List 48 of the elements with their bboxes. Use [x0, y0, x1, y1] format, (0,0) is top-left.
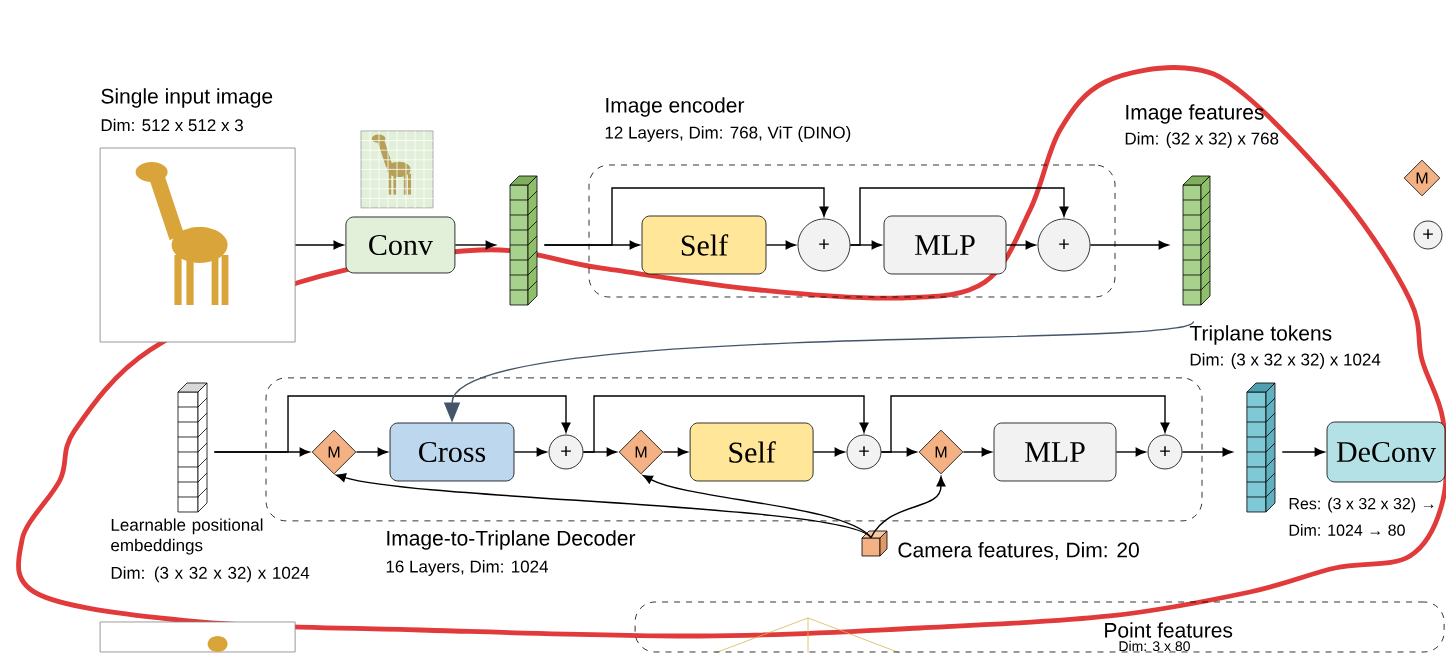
dimension-text: Dim: (3 x 32 x 32) x 1024	[111, 566, 310, 583]
arrow	[513, 447, 547, 457]
arrow	[454, 240, 496, 250]
cube-caption: Camera features, Dim: 20	[898, 542, 1139, 560]
input-photo	[99, 621, 296, 653]
block-title: Image encoder	[606, 97, 745, 117]
process-box: Self	[689, 422, 814, 482]
dimension-text: Dim: 1024 → 80	[1289, 524, 1405, 536]
dashed-region	[634, 601, 1445, 653]
arrow	[1181, 447, 1233, 457]
arrow	[812, 447, 845, 457]
arrow	[1005, 240, 1036, 250]
arrow	[294, 240, 344, 250]
process-box: Self	[641, 215, 767, 275]
stack-title: Image features	[1126, 104, 1264, 124]
dimension-text: Res: (3 x 32 x 32) →	[1289, 497, 1434, 513]
arrow	[1281, 447, 1325, 457]
image-title: Single input image	[101, 88, 273, 108]
arrow	[870, 476, 946, 539]
dimension-text: Dim: 3 x 80	[1119, 640, 1190, 652]
block-subtitle: 16 Layers, Dim: 1024	[386, 560, 549, 576]
stack-caption: Learnable positional embeddings	[111, 518, 263, 555]
process-box: Cross	[389, 422, 515, 482]
arrow	[849, 187, 1069, 246]
arrow	[355, 447, 388, 457]
arrow	[662, 447, 688, 457]
dimension-text: Dim: (32 x 32) x 768	[1125, 132, 1279, 148]
dimension-text: Dim: (3 x 32 x 32) x 1024	[1190, 353, 1381, 369]
arrow	[582, 395, 869, 453]
arrow	[213, 395, 571, 453]
block-title: Image-to-Triplane Decoder	[387, 530, 636, 550]
arrow	[880, 395, 1170, 453]
block-subtitle: 12 Layers, Dim: 768, ViT (DINO)	[605, 126, 851, 142]
dimension-text: Dim: 512 x 512 x 3	[101, 118, 243, 132]
process-box: Conv	[345, 216, 456, 274]
process-box: MLP	[883, 215, 1007, 275]
arrow	[642, 474, 872, 539]
token-stack	[509, 175, 538, 306]
arrow	[543, 187, 829, 246]
process-box: MLP	[993, 422, 1117, 482]
arrow	[962, 447, 992, 457]
stack-title: Triplane tokens	[1189, 325, 1332, 345]
arrow	[1115, 447, 1146, 457]
patch-grid-picture	[360, 130, 434, 209]
arrow	[765, 240, 796, 250]
process-box: DeConv	[1326, 421, 1446, 483]
arrow	[1089, 240, 1169, 250]
region-caption: Point features	[1105, 622, 1233, 638]
